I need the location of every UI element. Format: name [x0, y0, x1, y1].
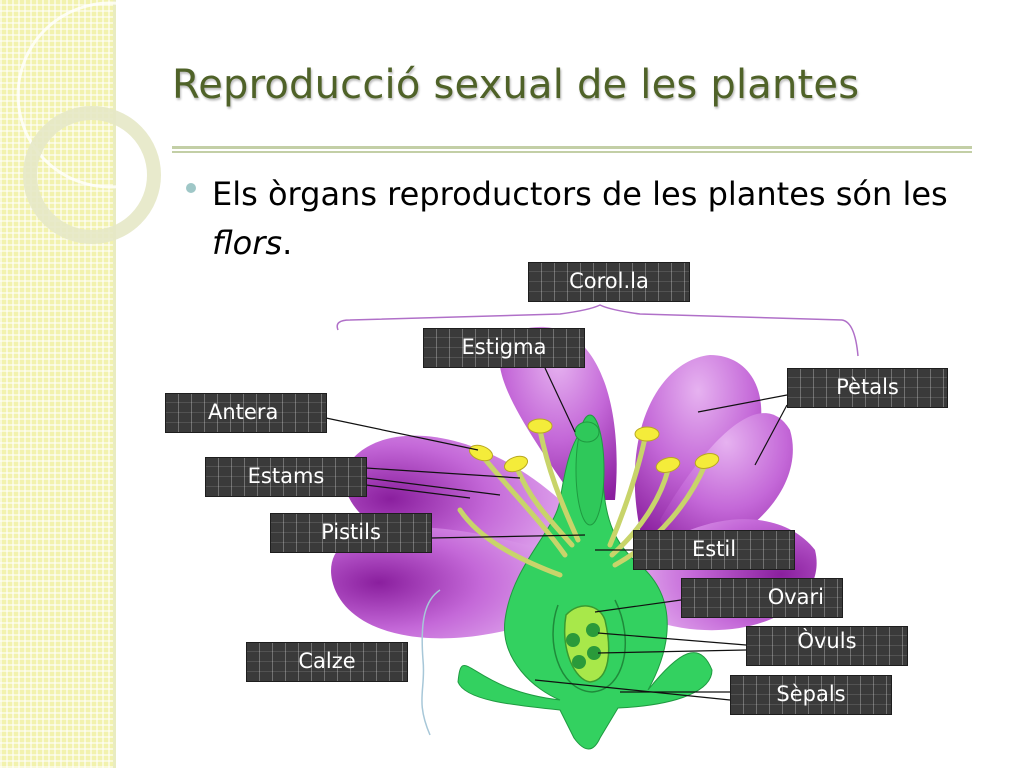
stamen-filament — [609, 467, 671, 558]
stamen-filament — [607, 435, 648, 548]
leader-estigma — [544, 367, 576, 433]
stamen-filament — [514, 465, 575, 548]
label-estigma: Estigma — [423, 328, 585, 368]
leader-ovari — [594, 599, 682, 613]
label-corolla: Corol.la — [528, 262, 690, 302]
title-divider-secondary — [172, 151, 972, 153]
bullet-text-main: Els òrgans reproductors de les plantes s… — [212, 175, 948, 213]
leader-petals — [697, 394, 788, 413]
label-sepals: Sèpals — [730, 675, 892, 715]
leader-antera — [325, 417, 479, 451]
label-ovari: Ovari — [681, 578, 843, 618]
ovary-outline — [552, 599, 627, 693]
label-petals: Pètals — [787, 368, 948, 408]
bullet-marker — [186, 183, 196, 193]
label-calze: Calze — [246, 642, 408, 682]
label-estams: Estams — [205, 457, 367, 497]
stamen-filament — [457, 507, 563, 578]
ovule — [572, 655, 586, 669]
bullet-text-end: . — [282, 224, 293, 262]
title-divider — [172, 146, 972, 149]
stamen-filament — [537, 427, 581, 543]
ovule — [586, 623, 600, 637]
stigma-tip — [574, 421, 600, 443]
style-tube — [575, 414, 605, 526]
corolla-brace — [336, 304, 859, 357]
leader-pistils — [430, 534, 586, 539]
label-pistils: Pistils — [270, 513, 432, 553]
leader-ovuls — [597, 632, 747, 646]
bullet-text-emphasis: flors — [212, 224, 283, 262]
stamen-filament — [481, 455, 568, 558]
ovule — [587, 646, 601, 660]
slide-title: Reproducció sexual de les plantes — [172, 62, 860, 108]
leader-estams — [365, 467, 521, 479]
anther — [503, 455, 529, 473]
leader-estams — [365, 484, 471, 499]
ovule — [566, 633, 580, 647]
calyx-brace — [421, 589, 441, 736]
leader-ovuls — [597, 649, 747, 654]
decorative-rings — [16, 1, 200, 244]
anther — [694, 453, 720, 469]
anther — [634, 426, 660, 442]
label-ovuls: Òvuls — [746, 626, 908, 666]
bullet-text: Els òrgans reproductors de les plantes s… — [212, 170, 952, 268]
anther — [655, 457, 681, 473]
stamen-filament — [612, 462, 708, 568]
petal-right-mid — [660, 413, 793, 560]
leader-estams — [365, 477, 501, 496]
anther — [527, 418, 553, 434]
side-band-edge — [113, 0, 116, 768]
leader-petals — [754, 404, 788, 466]
leader-sepals — [534, 679, 731, 701]
label-estil: Estil — [633, 530, 795, 570]
label-antera: Antera — [165, 393, 327, 433]
